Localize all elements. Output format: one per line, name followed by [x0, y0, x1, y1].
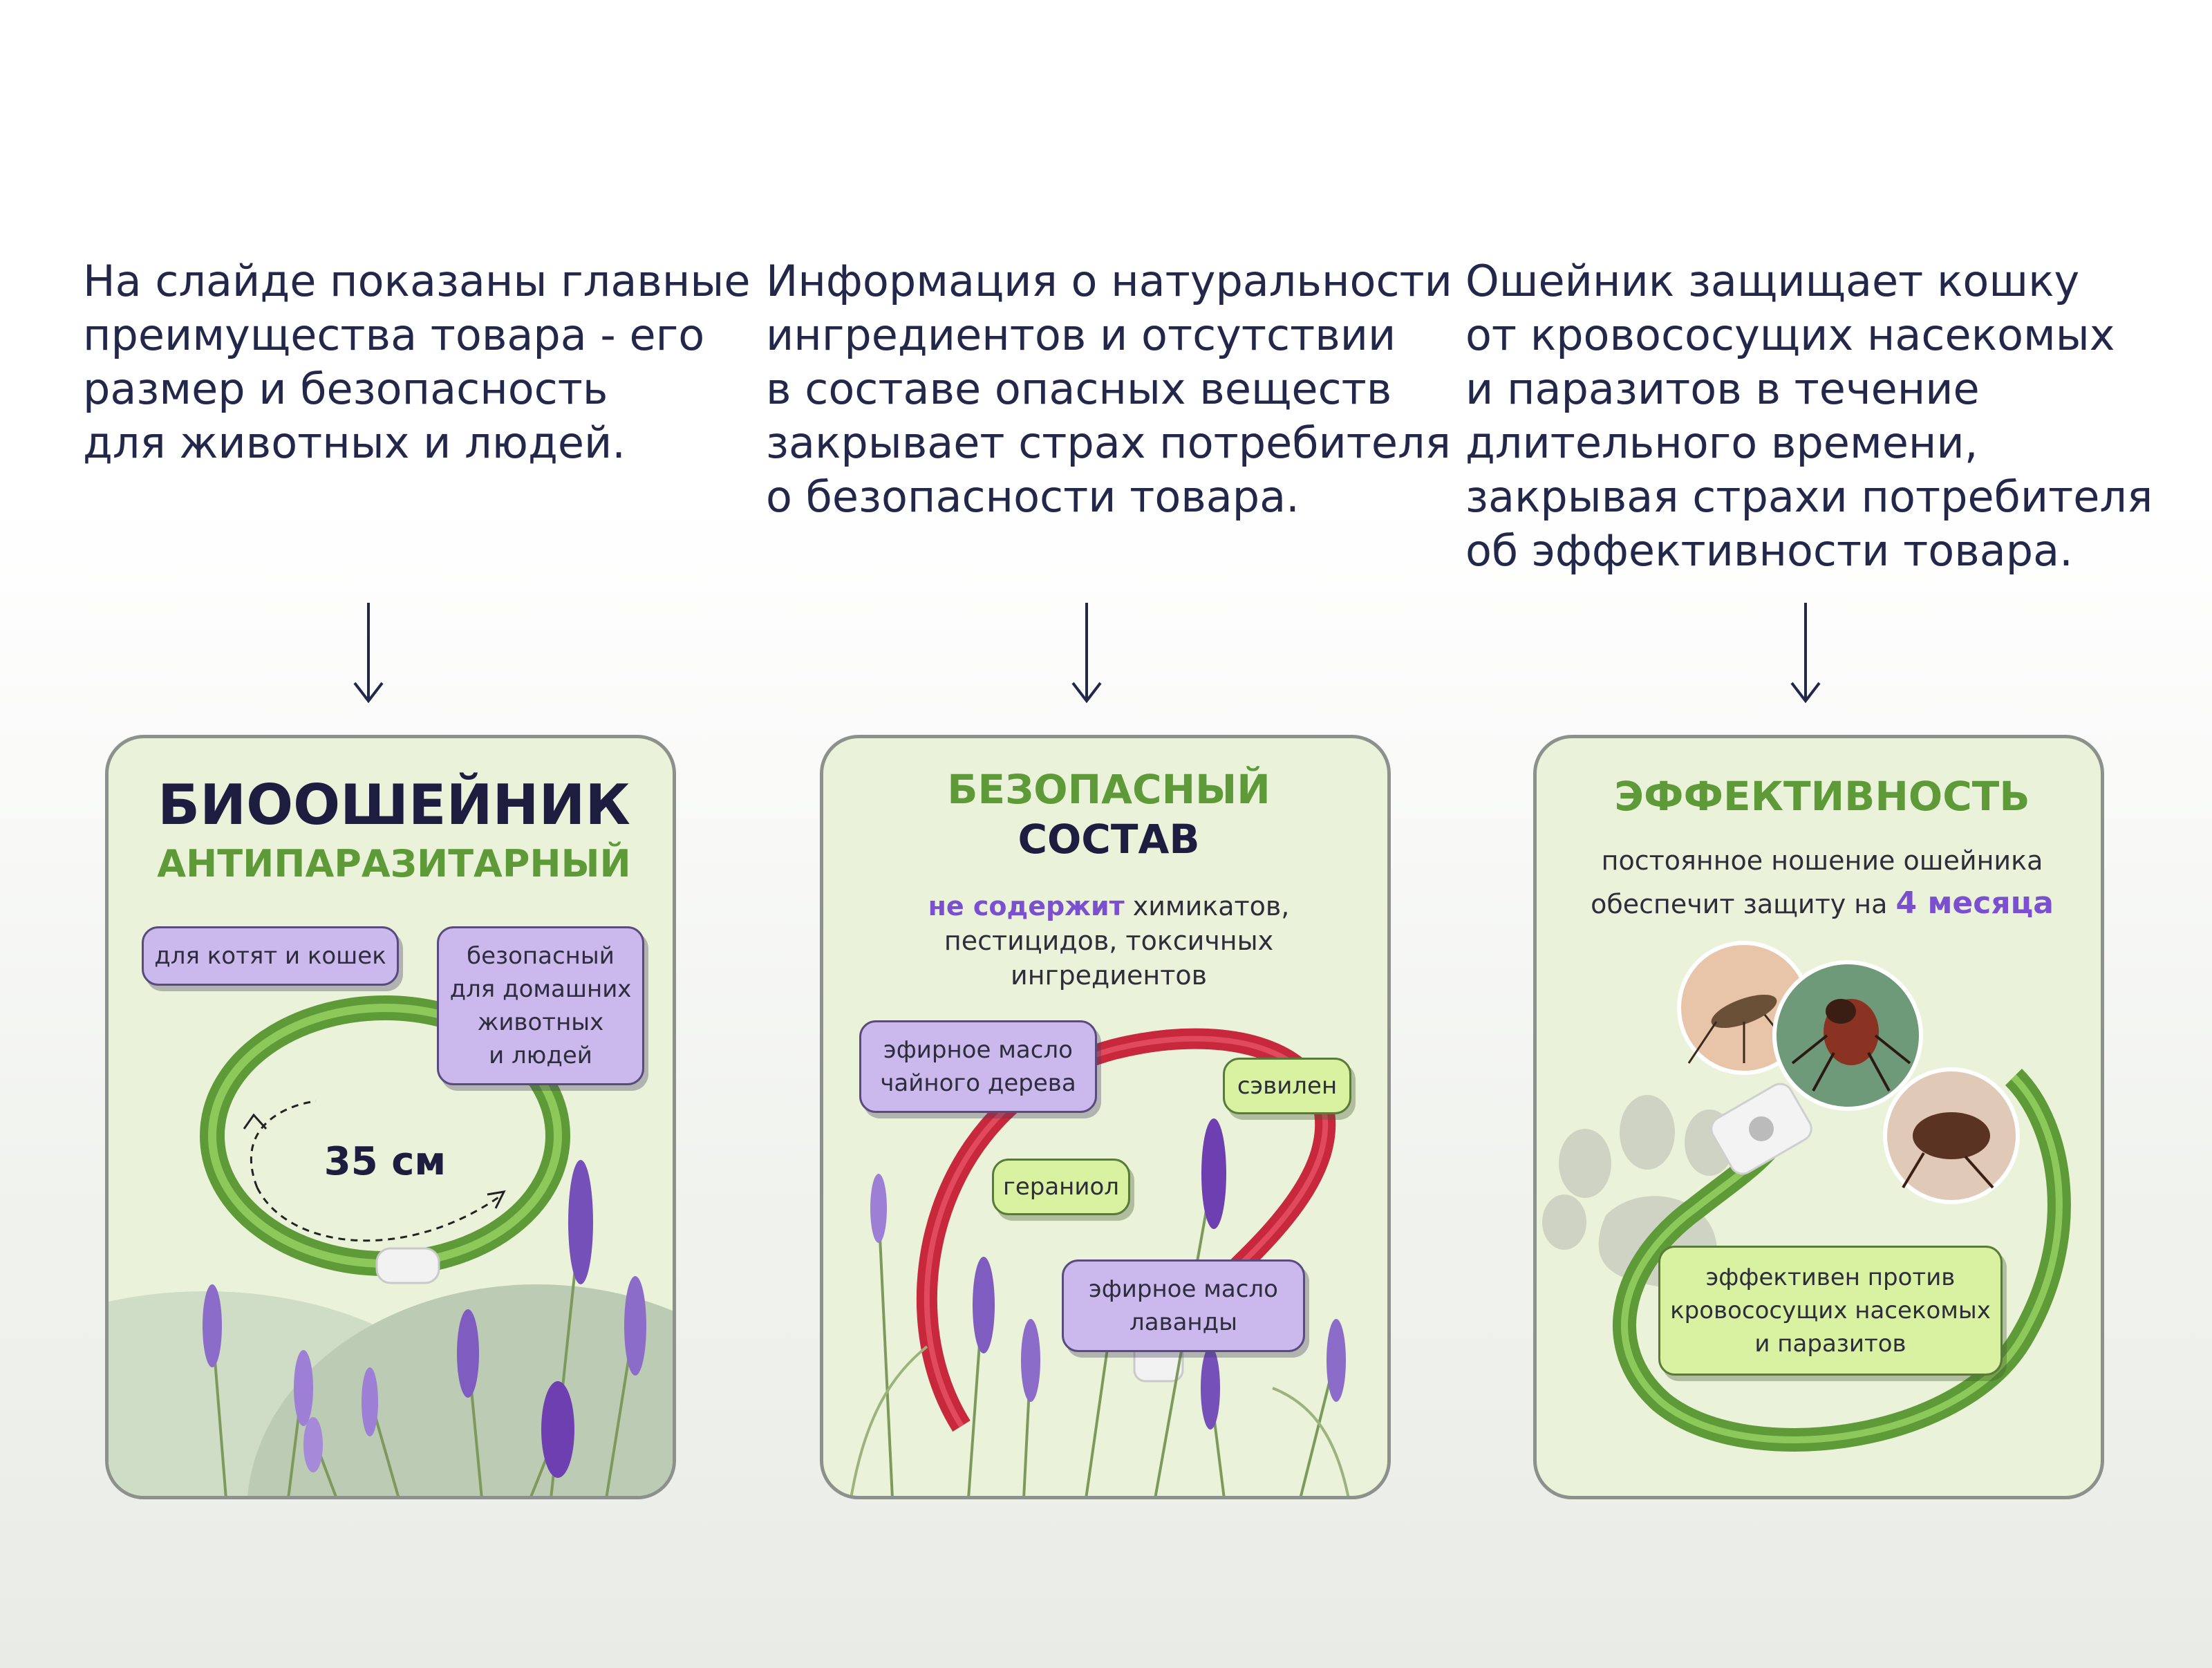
- description-line: и паразитов в течение: [1465, 364, 1980, 414]
- description-line: размер и безопасность: [83, 364, 608, 414]
- card-title: ЭФФЕКТИВНОСТЬ: [1614, 773, 2030, 820]
- badge-label: чайного дерева: [880, 1069, 1076, 1097]
- badge-label: гераниол: [1002, 1173, 1120, 1201]
- card-text-line: ингредиентов: [1011, 960, 1207, 991]
- text-highlight: не содержит: [928, 891, 1125, 921]
- badge-label: эфирное масло: [1089, 1275, 1278, 1303]
- badge-label: эффективен против: [1705, 1264, 1956, 1291]
- badge-kittens: для котят и кошек: [142, 926, 399, 986]
- description-line: закрывая страхи потребителя: [1465, 471, 2153, 522]
- down-arrow-icon: [353, 603, 384, 704]
- card-title-line2: СОСТАВ: [1018, 816, 1200, 863]
- badge-label: и людей: [489, 1042, 592, 1069]
- badge-label: сэвилен: [1237, 1072, 1338, 1100]
- badge-effective: эффективен против кровососущих насекомых…: [1658, 1246, 2003, 1376]
- text-start: обеспечит защиту на: [1591, 889, 1896, 919]
- description-line: преимущества товара - его: [83, 310, 705, 360]
- size-label: 35 см: [324, 1139, 447, 1184]
- tick-icon: [1772, 960, 1923, 1111]
- badge-sevilen: сэвилен: [1223, 1058, 1351, 1114]
- description-line: ингредиентов и отсутствии: [766, 310, 1396, 360]
- card-biocollar: БИООШЕЙНИК АНТИПАРАЗИТАРНЫЙ для котят и …: [105, 735, 676, 1499]
- description-2: Информация о натуральности ингредиентов …: [766, 254, 1452, 524]
- card-text-line: не содержит химикатов,: [823, 889, 1387, 924]
- card-text: постоянное ношение ошейника обеспечит за…: [1537, 839, 2101, 926]
- card-effectiveness: ЭФФЕКТИВНОСТЬ постоянное ношение ошейник…: [1533, 735, 2104, 1499]
- description-line: Информация о натуральности: [766, 256, 1452, 306]
- description-line: от кровососущих насекомых: [1465, 310, 2115, 360]
- description-line: На слайде показаны главные: [83, 256, 751, 306]
- card-text-line: пестицидов, токсичных: [944, 926, 1274, 956]
- text-highlight: 4 месяца: [1895, 885, 2054, 921]
- badge-tea-tree: эфирное масло чайного дерева: [859, 1020, 1097, 1113]
- badge-label: лаванды: [1129, 1309, 1238, 1336]
- lavender-icon: [203, 1160, 646, 1496]
- badge-label: безопасный: [467, 942, 615, 970]
- card-safe-composition: БЕЗОПАСНЫЙ СОСТАВ не содержит химикатов,…: [820, 735, 1391, 1499]
- description-line: об эффективности товара.: [1465, 525, 2073, 576]
- description-line: длительного времени,: [1465, 418, 1978, 468]
- description-line: для животных и людей.: [83, 418, 626, 468]
- description-line: Ошейник защищает кошку: [1465, 256, 2080, 306]
- down-arrow-icon: [1071, 603, 1102, 704]
- down-arrow-icon: [1790, 603, 1821, 704]
- flea-icon: [1883, 1067, 2020, 1204]
- badge-label: эфирное масло: [883, 1036, 1073, 1064]
- collar-icon: [1613, 1068, 2071, 1452]
- card-title-line1: БЕЗОПАСНЫЙ: [947, 766, 1271, 813]
- description-line: о безопасности товара.: [766, 471, 1300, 522]
- card-subtitle: АНТИПАРАЗИТАРНЫЙ: [157, 842, 631, 885]
- card-text-line: обеспечит защиту на 4 месяца: [1537, 882, 2101, 926]
- card-text-line: постоянное ношение ошейника: [1601, 845, 2043, 876]
- badge-label: и паразитов: [1754, 1330, 1906, 1358]
- badge-safe: безопасный для домашних животных и людей: [437, 926, 644, 1085]
- badge-label: животных: [477, 1009, 604, 1036]
- card-illustration: [1542, 941, 2071, 1452]
- card-title: БИООШЕЙНИК: [158, 773, 630, 837]
- badge-label: кровососущих насекомых: [1670, 1297, 1991, 1324]
- description-1: На слайде показаны главные преимущества …: [83, 254, 760, 470]
- card-illustration: [109, 995, 673, 1496]
- text-rest: химикатов,: [1124, 891, 1290, 921]
- description-3: Ошейник защищает кошку от кровососущих н…: [1465, 254, 2153, 578]
- badge-label: для домашних: [449, 975, 632, 1003]
- card-text: не содержит химикатов, пестицидов, токси…: [823, 889, 1387, 993]
- badge-lavender: эфирное масло лаванды: [1062, 1259, 1305, 1352]
- collar-icon: [200, 995, 570, 1284]
- badge-geraniol: гераниол: [992, 1159, 1130, 1215]
- description-line: в составе опасных веществ: [766, 364, 1392, 414]
- badge-label: для котят и кошек: [154, 942, 386, 970]
- description-line: закрывает страх потребителя: [766, 418, 1451, 468]
